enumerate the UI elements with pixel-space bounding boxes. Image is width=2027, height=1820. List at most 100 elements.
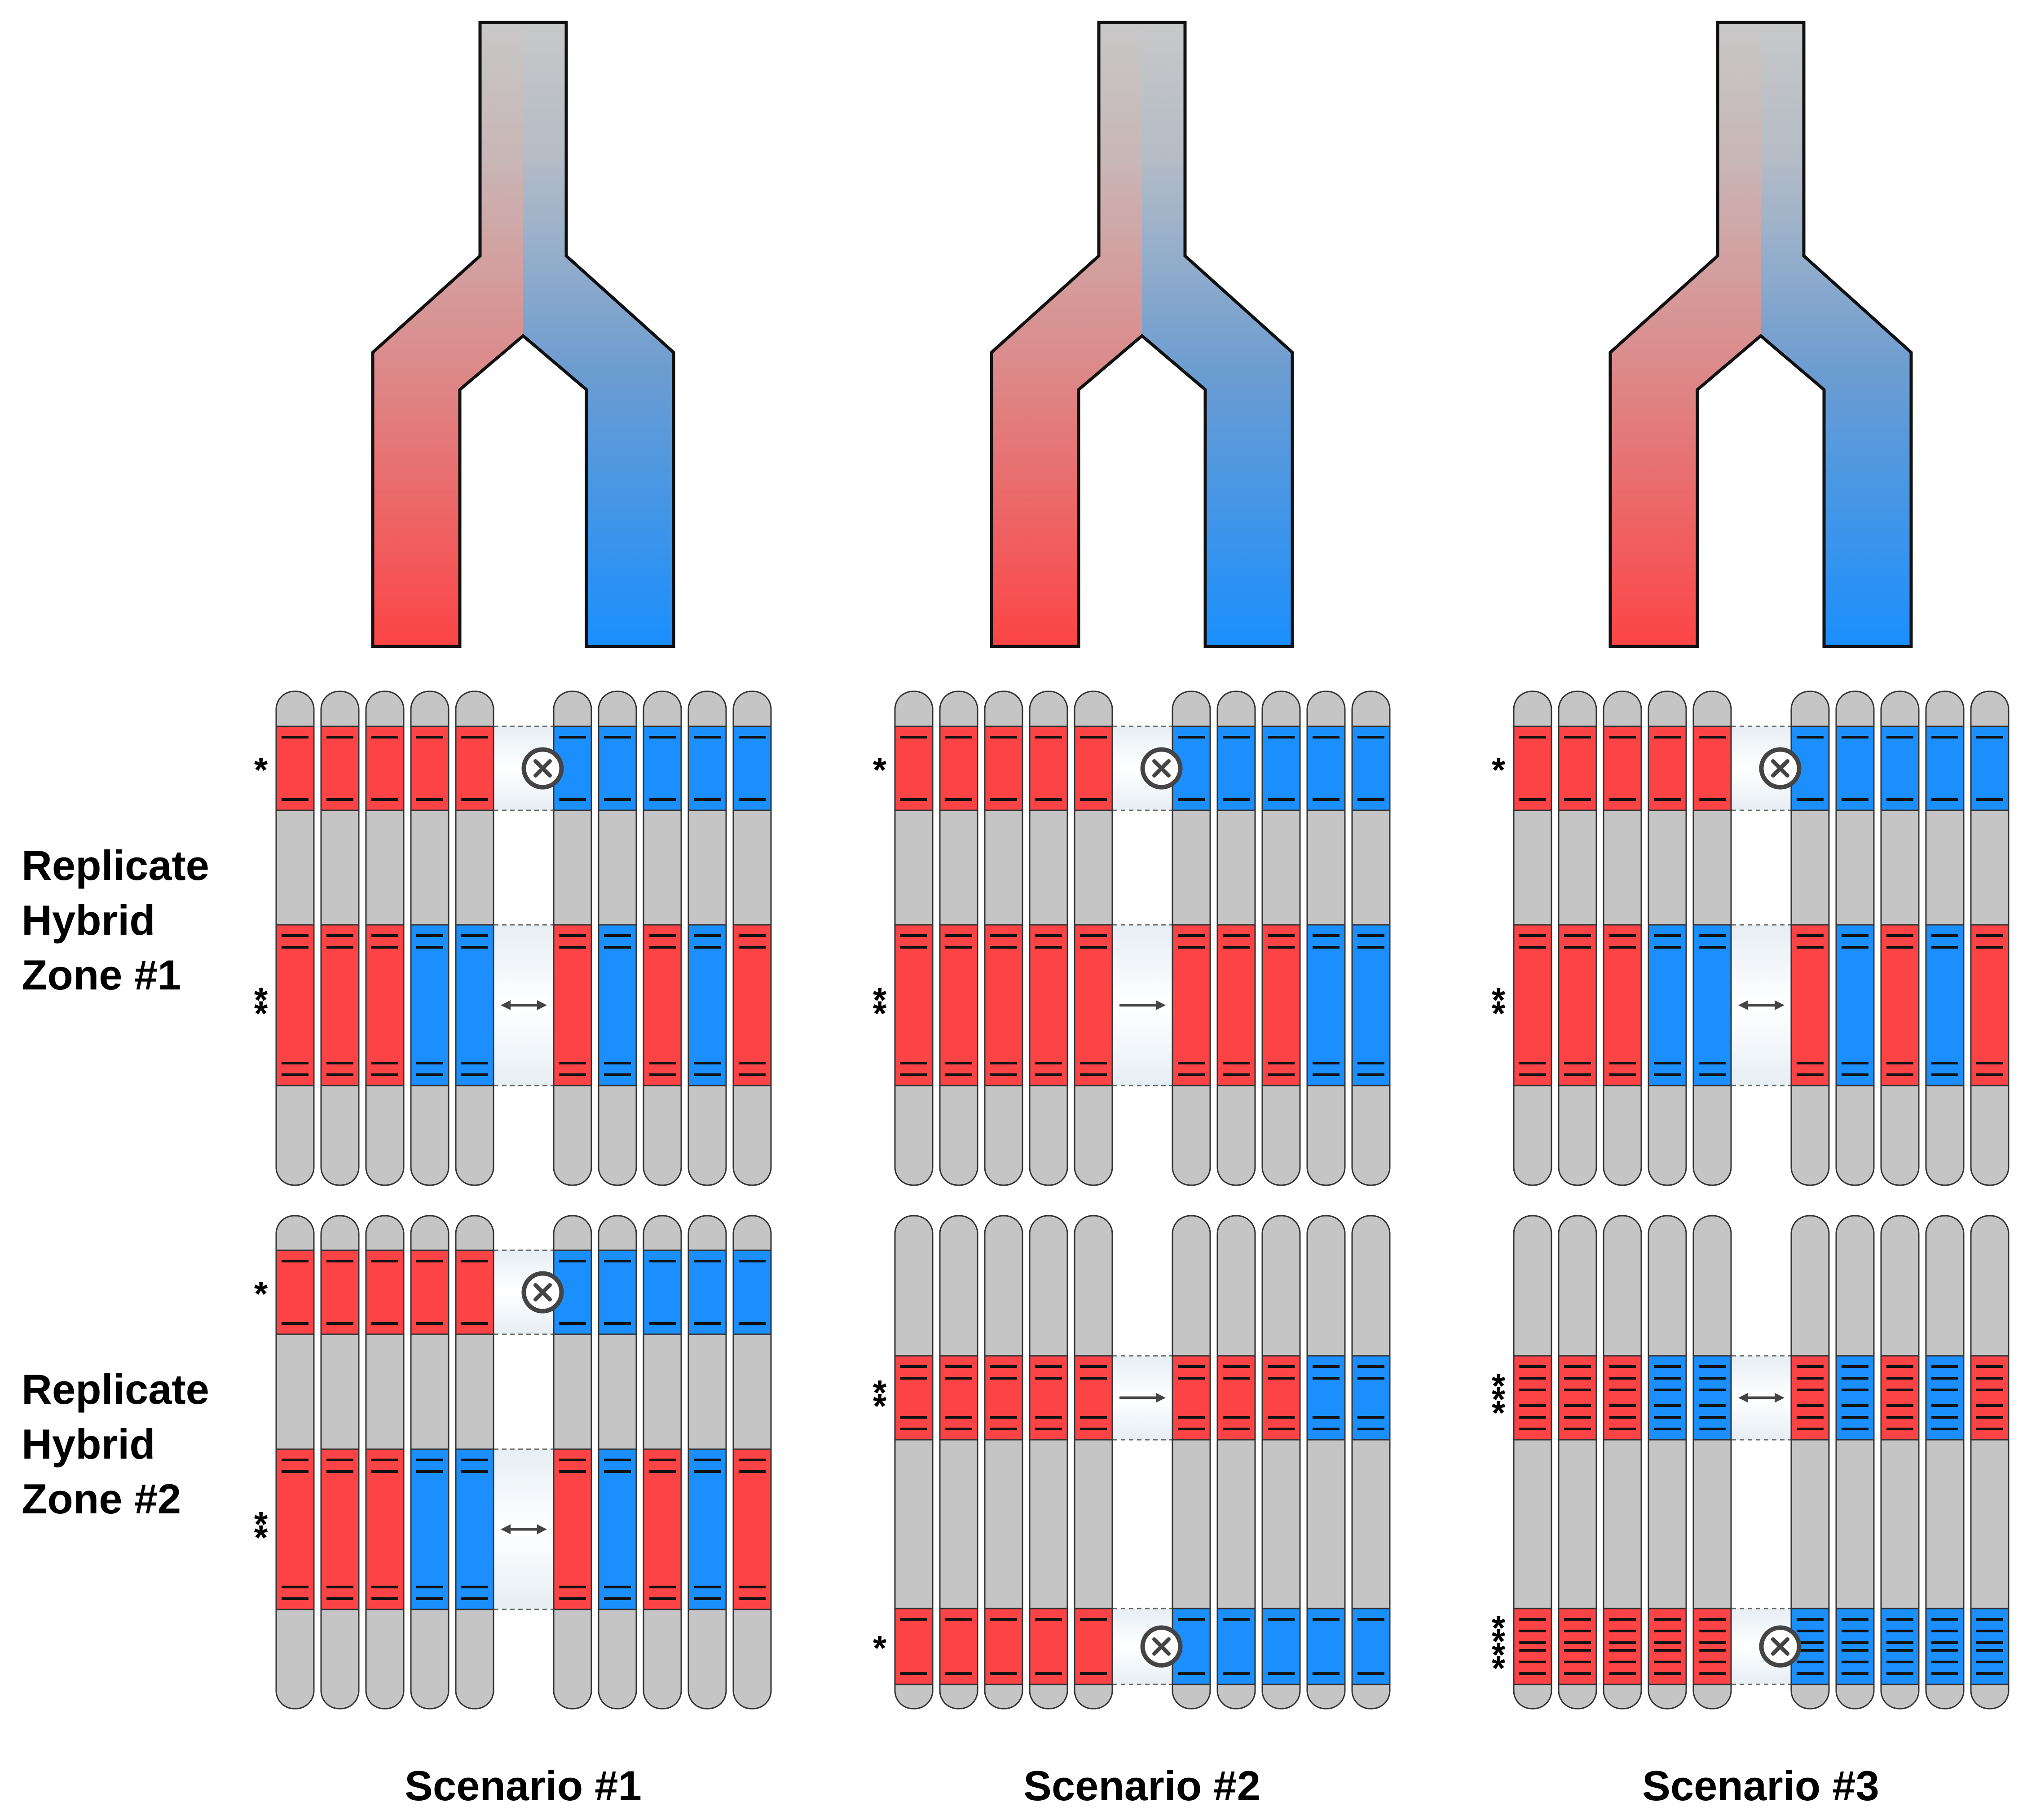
- chromosome-segment-red: [1514, 1609, 1551, 1684]
- chromosome-segment-red: [1693, 726, 1731, 810]
- tree-branch-blue: [523, 22, 674, 646]
- star-marker: *: [1492, 750, 1506, 790]
- row-label-line: Replicate: [22, 1366, 209, 1413]
- chromosome-outline: [1558, 1215, 1597, 1710]
- chromosome-outline: [1513, 690, 1552, 1186]
- chromosome-segment-blue: [688, 726, 726, 810]
- chromosome-segment-blue: [411, 1449, 449, 1609]
- chromosome-segment-red: [1172, 1356, 1210, 1440]
- chromosome-segment-red: [1791, 1356, 1829, 1440]
- chromosome-segment-red: [321, 925, 359, 1086]
- chromosome: [410, 690, 449, 1186]
- chromosome: [1216, 690, 1256, 1186]
- chromosome-segment-red: [276, 1449, 314, 1609]
- chromosome-segment-blue: [456, 1449, 494, 1609]
- chromosome-segment-red: [366, 1449, 404, 1609]
- locus-star-markers: **: [1492, 980, 1506, 1033]
- chromosome-outline: [1692, 690, 1732, 1186]
- chromosome: [1306, 690, 1346, 1186]
- star-marker: *: [1492, 1366, 1506, 1406]
- barrier-icon: [1140, 1625, 1183, 1668]
- chromosome-outline: [1880, 1215, 1920, 1710]
- chromosome-outline: [939, 1215, 978, 1710]
- chromosome: [275, 690, 315, 1186]
- chromosome: [1351, 690, 1391, 1186]
- chromosome: [1074, 690, 1113, 1186]
- chromosome-segment-red: [1514, 726, 1551, 810]
- chromosome-segment-blue: [643, 726, 681, 810]
- chromosome-outline: [643, 1215, 682, 1710]
- locus-star-markers: **: [254, 1504, 268, 1557]
- star-marker: *: [1492, 1393, 1506, 1433]
- gene-flow-arrow-icon: [1119, 1000, 1166, 1010]
- chromosome-outline: [455, 1215, 494, 1710]
- chromosome-segment-blue: [643, 1250, 681, 1334]
- chromosome-outline: [894, 690, 934, 1186]
- chromosome: [455, 1215, 494, 1710]
- gene-flow-bidirectional-arrow-icon: [1738, 1000, 1785, 1010]
- barrier-icon: [521, 747, 564, 790]
- star-marker: *: [1492, 1608, 1506, 1648]
- chromosome-segment-red: [366, 1250, 404, 1334]
- chromosome-segment-red: [276, 726, 314, 810]
- chromosome-segment-red: [1971, 1356, 2009, 1440]
- chromosome: [1351, 1215, 1391, 1710]
- chromosome-segment-red: [411, 1250, 449, 1334]
- chromosome: [455, 690, 494, 1186]
- row-label-line: Replicate: [22, 842, 209, 889]
- chromosome-segment-red: [733, 925, 771, 1086]
- tree-scenario-2: [990, 21, 1294, 648]
- chromosome: [894, 690, 934, 1186]
- chromosome-outline: [275, 690, 315, 1186]
- chromosome-segment-red: [1514, 925, 1551, 1086]
- chromosome-segment-blue: [733, 1250, 771, 1334]
- star-marker: *: [873, 750, 887, 790]
- chromosome-outline: [1925, 1215, 1965, 1710]
- chromosome-segment-red: [895, 925, 933, 1086]
- chromosome-segment-red: [985, 925, 1022, 1086]
- star-marker: *: [873, 1386, 887, 1426]
- chromosome-outline: [732, 690, 772, 1186]
- chromosome-segment-blue: [599, 1449, 636, 1609]
- chromosome-segment-blue: [1836, 1609, 1874, 1684]
- chromosome-outline: [1835, 1215, 1875, 1710]
- chromosome-segment-blue: [1693, 925, 1731, 1086]
- chromosome: [1558, 1215, 1597, 1710]
- chromosome-outline: [1880, 690, 1920, 1186]
- chromosome-outline: [553, 1215, 592, 1710]
- chromosome: [1880, 1215, 1920, 1710]
- gene-flow-arrow-icon: [1119, 1393, 1166, 1403]
- chromosome-segment-red: [1514, 1356, 1551, 1440]
- row-label-line: Zone #2: [22, 1475, 181, 1522]
- star-marker: *: [1492, 994, 1506, 1033]
- chromosome-segment-red: [1648, 726, 1686, 810]
- star-marker: *: [254, 1518, 268, 1557]
- row-label-line: Hybrid: [22, 897, 155, 944]
- chromosome-outline: [1351, 690, 1391, 1186]
- chromosome-outline: [687, 690, 727, 1186]
- chromosome-segment-red: [1030, 1609, 1067, 1684]
- chromosome: [275, 1215, 315, 1710]
- chromosome-outline: [1029, 1215, 1068, 1710]
- chromosome: [1925, 690, 1965, 1186]
- chromosome: [1172, 1215, 1211, 1710]
- row-label-line: Zone #1: [22, 951, 181, 998]
- chromosome-outline: [410, 1215, 449, 1710]
- locus-star-markers: **: [254, 980, 268, 1033]
- chromosome-outline: [984, 690, 1023, 1186]
- star-marker: *: [1492, 1649, 1506, 1688]
- chromosome-outline: [1513, 1215, 1552, 1710]
- chromosome: [984, 1215, 1023, 1710]
- chromosome: [1216, 1215, 1256, 1710]
- locus-star-markers: ***: [1492, 1366, 1506, 1433]
- tree-outline: [990, 21, 1294, 648]
- chromosome: [1306, 1215, 1346, 1710]
- barrier-icon: [1140, 747, 1183, 790]
- chromosome-segment-blue: [1307, 925, 1345, 1086]
- scenario-label-2: Scenario #2: [1023, 1762, 1260, 1809]
- chromosome-outline: [1835, 690, 1875, 1186]
- chromosome-segment-red: [1881, 1356, 1919, 1440]
- star-marker: *: [873, 994, 887, 1033]
- chromosome: [1029, 690, 1068, 1186]
- chromosome-outline: [1074, 1215, 1113, 1710]
